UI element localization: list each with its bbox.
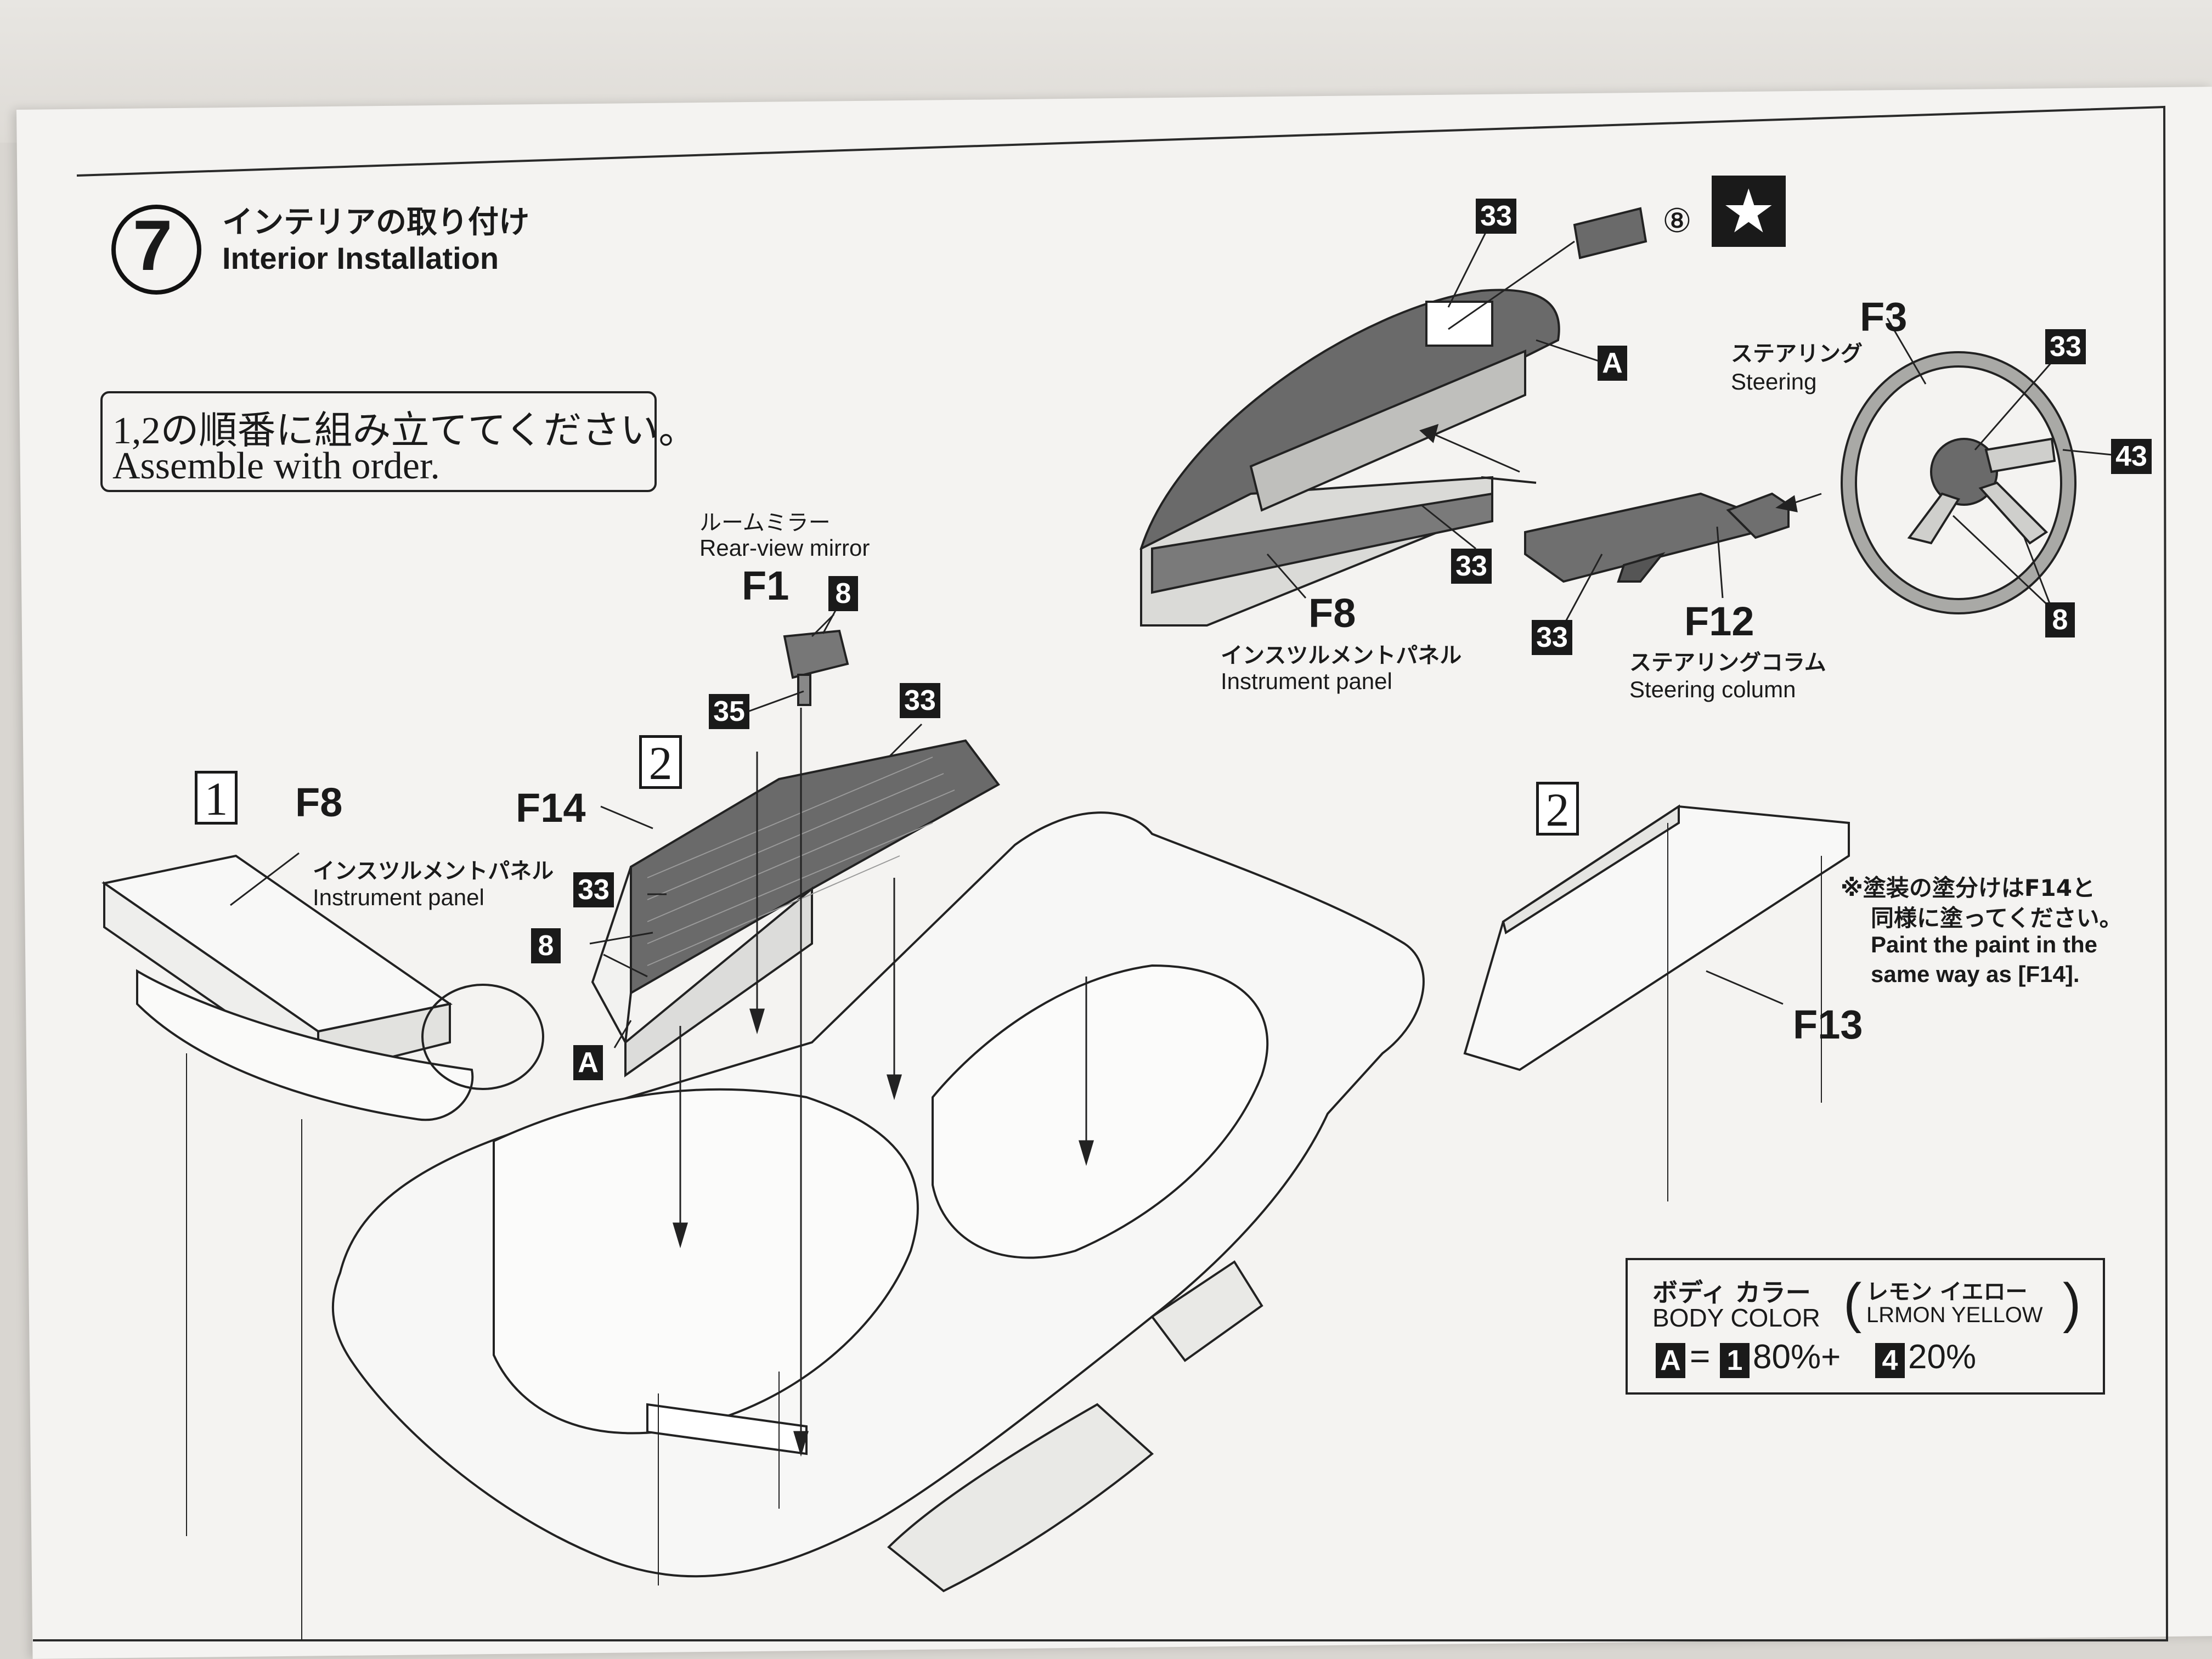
f13-code: F13 xyxy=(1793,1002,1863,1047)
color-badge-33-dash-top: 33 xyxy=(1476,199,1516,234)
paint-note-jp-line2: 同様に塗ってください。 xyxy=(1871,905,2123,932)
color-badge-35: 35 xyxy=(709,694,749,729)
order-note-box xyxy=(100,391,657,492)
body-color-label-jp: ボディ カラー xyxy=(1652,1278,1811,1307)
f1-code: F1 xyxy=(742,563,789,608)
f1-label-jp: ルームミラー xyxy=(699,510,831,535)
color-badge-33-dash: 33 xyxy=(1451,549,1492,584)
f3-code: F3 xyxy=(1860,294,1908,340)
subassembly-number-2-f13: 2 xyxy=(1536,782,1579,836)
color-badge-8-wheel: 8 xyxy=(2045,602,2075,637)
f3-label-en: Steering xyxy=(1731,369,1817,394)
f13-panel-drawing xyxy=(1463,804,1850,1071)
f8-top-label-jp: インスツルメントパネル xyxy=(1221,643,1462,668)
f8-top-panel-drawing xyxy=(1139,207,1647,627)
color-badge-33-wheel: 33 xyxy=(2045,329,2086,364)
step-title-jp: インテリアの取り付け xyxy=(222,205,529,240)
step-title-en: Interior Installation xyxy=(222,241,499,275)
paint-note-en-line1: Paint the paint in the xyxy=(1871,932,2098,957)
f1-mirror-drawing xyxy=(783,629,849,706)
f8-left-code: F8 xyxy=(295,780,343,825)
leader-lines xyxy=(230,219,2118,1201)
color-badge-a-dash: A xyxy=(1598,346,1627,381)
body-color-paren-close: ) xyxy=(2063,1272,2081,1334)
f3-steering-wheel-drawing xyxy=(1841,351,2076,614)
subassembly-number-1: 1 xyxy=(195,771,238,825)
color-badge-8-mirror: 8 xyxy=(828,576,858,611)
paint-note-jp-line1: ※塗装の塗分けはF14と xyxy=(1841,874,2095,901)
f8-top-label-en: Instrument panel xyxy=(1221,668,1392,694)
assembly-arrows xyxy=(658,424,1822,1585)
car-body-drawing xyxy=(331,811,1425,1593)
f8-left-panel-drawing xyxy=(101,854,544,1640)
body-color-name-en: LRMON YELLOW xyxy=(1866,1303,2043,1327)
color-badge-33-f14-top: 33 xyxy=(900,683,940,718)
formula-badge-4: 4 xyxy=(1875,1343,1905,1378)
step-circle xyxy=(111,205,201,295)
color-badge-43: 43 xyxy=(2111,439,2152,474)
paint-note-en-line2: same way as [F14]. xyxy=(1871,961,2080,987)
formula-badge-a: A xyxy=(1656,1343,1685,1378)
subassembly-number-2-f14: 2 xyxy=(639,735,682,789)
body-color-paren-open: ( xyxy=(1843,1272,1862,1334)
body-color-name-jp: レモン イエロー xyxy=(1866,1279,2028,1305)
f14-code: F14 xyxy=(516,785,586,831)
step-number: 7 xyxy=(133,205,173,285)
star-mark: ★ xyxy=(1722,176,1776,246)
formula-badge-1: 1 xyxy=(1720,1343,1750,1378)
f12-code: F12 xyxy=(1684,599,1754,644)
page-frame xyxy=(33,105,2169,1641)
f8-left-label-en: Instrument panel xyxy=(313,884,484,910)
f1-label-en: Rear-view mirror xyxy=(699,535,870,561)
body-color-label-en: BODY COLOR xyxy=(1652,1304,1820,1332)
formula-percent-2: 20% xyxy=(1908,1338,1977,1376)
color-badge-a-f14: A xyxy=(573,1045,603,1080)
color-badge-8-f14: 8 xyxy=(531,928,561,963)
order-note-jp: 1,2の順番に組み立ててください。 xyxy=(112,410,697,452)
f12-label-en: Steering column xyxy=(1629,676,1796,702)
formula-percent-1: 80%+ xyxy=(1753,1338,1841,1376)
color-badge-33-column: 33 xyxy=(1532,620,1572,655)
color-badge-33-f14: 33 xyxy=(573,872,614,907)
star-box xyxy=(1712,176,1786,247)
f12-steering-column-drawing xyxy=(1524,492,1790,583)
f12-label-jp: ステアリングコラム xyxy=(1629,650,1826,675)
body-color-box xyxy=(1626,1258,2105,1395)
f14-panel-drawing xyxy=(591,739,1000,1077)
formula-equals: = xyxy=(1690,1336,1711,1376)
order-note-en: Assemble with order. xyxy=(112,445,440,487)
decal-8-marker: ⑧ xyxy=(1662,202,1692,240)
f8-top-code: F8 xyxy=(1308,590,1356,636)
f8-left-label-jp: インスツルメントパネル xyxy=(313,859,554,884)
f3-label-jp: ステアリング xyxy=(1731,341,1863,366)
